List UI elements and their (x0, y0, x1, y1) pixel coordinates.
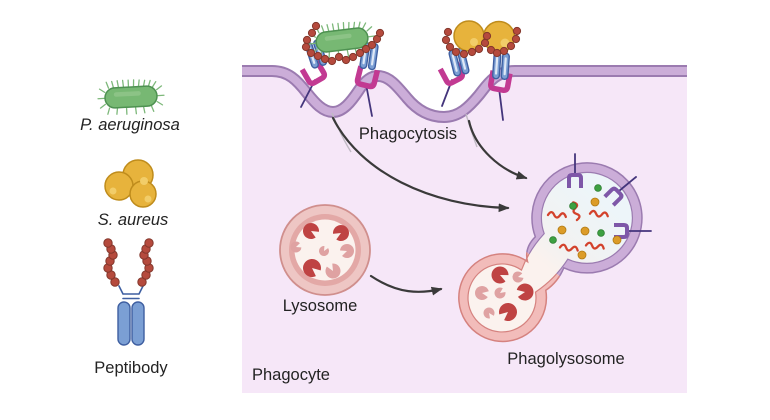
s-aureus-cocci-icon (453, 20, 516, 54)
arrow-left-invagination-to-phagolysosome (331, 116, 510, 213)
degraded-bacteria-fragments (546, 184, 622, 260)
legend (96, 77, 166, 346)
peptide-beads (301, 21, 385, 66)
cocci-cluster-icon (104, 159, 157, 208)
lysosome-enzymes (290, 223, 354, 279)
legend-label-p-aeruginosa: P. aeruginosa (80, 116, 180, 134)
lysosome-label: Lysosome (283, 297, 358, 315)
phagocytosis-label: Phagocytosis (359, 125, 457, 143)
legend-label-peptibody: Peptibody (94, 359, 168, 377)
phagocyte-label: Phagocyte (252, 366, 330, 384)
legend-label-s-aureus: S. aureus (98, 211, 169, 229)
peptide-bead-arms (103, 238, 154, 287)
phagocytosis-complex-s-aureus (440, 20, 522, 121)
phagocyte-cytoplasm (242, 71, 687, 393)
phagocytosis-leader-left (331, 112, 352, 153)
arrow-lysosome-to-phagolysosome (369, 274, 443, 296)
lysosome-icon (279, 204, 371, 296)
peptibody-icon (103, 238, 154, 346)
peptide-beads (441, 26, 522, 59)
phagocytosis-complex-p-aeruginosa (301, 18, 385, 117)
phagolysosome-label: Phagolysosome (507, 350, 624, 368)
phagosome-receptors (567, 153, 652, 239)
phagolysosome-icon (458, 153, 652, 343)
phagolysosome-enzymes (475, 266, 534, 323)
arrow-right-invagination-to-phagolysosome (467, 119, 528, 180)
